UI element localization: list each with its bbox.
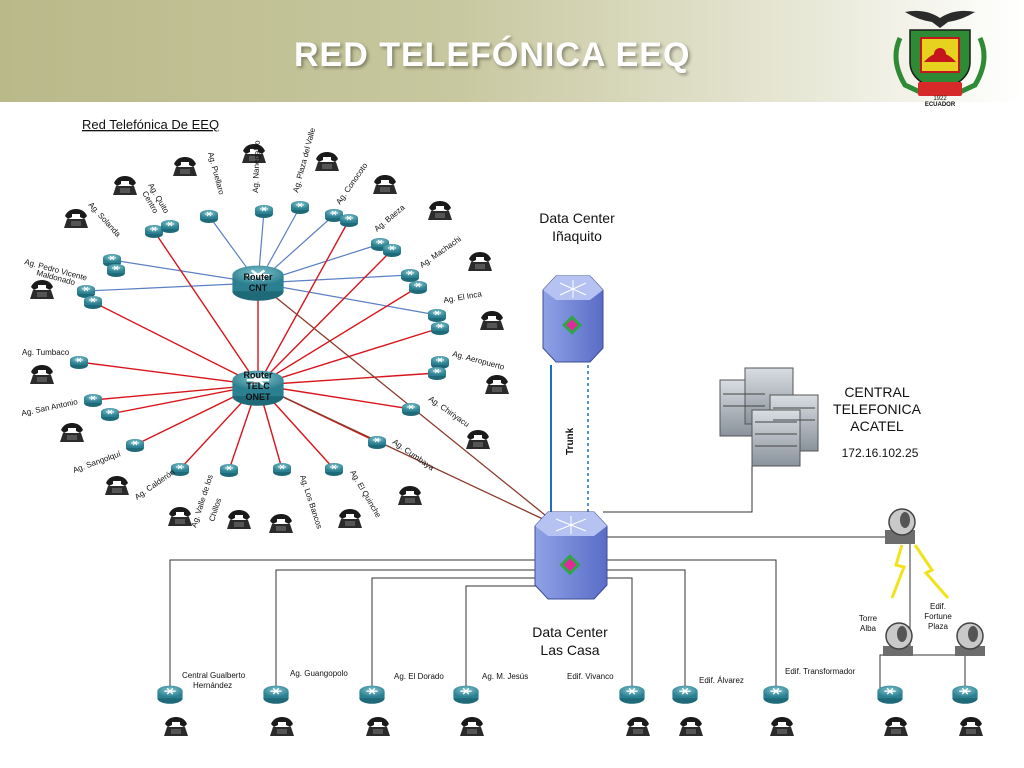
label-calderon: Ag. Calderón xyxy=(133,467,176,501)
label-sangolqui: Ag. Sangolquí xyxy=(72,449,123,475)
section-title: Red Telefónica De EEQ xyxy=(82,117,219,132)
router-cnt-label-line2: CNT xyxy=(249,283,268,293)
datacenter-inaquito: Data Center Iñaquito xyxy=(539,210,615,363)
dc-inaquito-label-line2: Iñaquito xyxy=(552,228,602,244)
dc-lascasa-label-line2: Las Casa xyxy=(540,642,599,658)
fortune-label-line3: Plaza xyxy=(928,622,949,631)
fortune-label-line1: Edif. xyxy=(930,602,946,611)
label-baeza: Ag. Baeza xyxy=(373,203,407,234)
label-plaza-del-valle: Ag. Plaza del Valle xyxy=(291,126,317,193)
label-conocoto: Ag. Conocoto xyxy=(334,161,369,206)
label-los-bancos: Ag. Los Bancos xyxy=(298,474,324,530)
label-guangopolo: Ag. Guangopolo xyxy=(290,669,348,678)
router-cnt-label-line1: Router xyxy=(244,272,273,282)
router-cnt: Router CNT xyxy=(231,264,285,303)
wireless-link-alba xyxy=(890,544,907,599)
bottom-routers xyxy=(156,684,979,705)
antenna-main xyxy=(885,508,916,544)
label-machachi: Ag. Machachi xyxy=(418,234,463,269)
trunk-label: Trunk xyxy=(565,427,576,455)
label-el-dorado: Ag. El Dorado xyxy=(394,672,444,681)
central-label-line1: CENTRAL xyxy=(844,384,910,400)
label-el-inca: Ag. El Inca xyxy=(443,289,483,305)
router-telconet: Router TELC ONET xyxy=(231,369,285,408)
wireless-link-fortune xyxy=(913,544,950,599)
dc-inaquito-label-line1: Data Center xyxy=(539,210,615,226)
central-server xyxy=(719,367,819,467)
eeq-logo: 1922 ECUADOR xyxy=(893,10,987,108)
agency-phones xyxy=(30,144,509,533)
label-central-gualberto-line1: Central Gualberto xyxy=(182,671,246,680)
label-chillos: Chillos xyxy=(207,497,223,523)
label-alvarez: Edif. Álvarez xyxy=(699,676,744,685)
label-solanda: Ag. Solanda xyxy=(87,200,123,239)
logo-year: 1922 xyxy=(933,96,947,102)
router-telconet-label-line1: Router xyxy=(244,370,273,380)
page-title: RED TELEFÓNICA EEQ xyxy=(294,36,691,74)
bottom-links xyxy=(169,559,777,690)
torre-alba-label-line2: Alba xyxy=(860,624,877,633)
central-label-line2: TELEFONICA xyxy=(833,401,922,417)
label-san-antonio: Ag. San Antonio xyxy=(21,397,80,418)
label-nanegalito: Ag. Nanegalito xyxy=(251,140,262,193)
router-telconet-label-line3: ONET xyxy=(245,392,271,402)
central-ip: 172.16.102.25 xyxy=(842,446,919,460)
label-vivanco: Edif. Vivanco xyxy=(567,672,614,681)
bottom-labels: Central Gualberto Hernández Ag. Guangopo… xyxy=(182,667,856,690)
label-aeropuerto: Ag. Aeropuerto xyxy=(451,349,505,372)
agency-routers xyxy=(69,200,450,478)
router-telconet-label-line2: TELC xyxy=(246,381,270,391)
dc-lascasa-label-line1: Data Center xyxy=(532,624,608,640)
fortune-label-line2: Fortune xyxy=(924,612,952,621)
label-transformador: Edif. Transformador xyxy=(785,667,856,676)
antenna-fortune-plaza xyxy=(955,622,985,656)
label-tumbaco: Ag. Tumbaco xyxy=(22,348,70,357)
label-cumbaya: Ag. Cumbaya xyxy=(391,437,436,472)
label-central-gualberto-line2: Hernández xyxy=(193,681,232,690)
label-puellaro: Ag. Puellaro xyxy=(206,151,226,196)
label-chiriyacu: Ag. Chiriyacu xyxy=(427,394,471,429)
lascasa-links xyxy=(257,282,546,521)
bottom-phones xyxy=(164,717,983,736)
antenna-torre-alba xyxy=(883,622,913,656)
logo-country: ECUADOR xyxy=(925,102,956,108)
label-m-jesus: Ag. M. Jesús xyxy=(482,672,528,681)
central-label-line3: ACATEL xyxy=(850,418,904,434)
datacenter-lascasa: Data Center Las Casa xyxy=(532,511,608,658)
telconet-links xyxy=(78,219,441,471)
torre-alba-label-line1: Torre xyxy=(859,614,878,623)
header-bar: RED TELEFÓNICA EEQ xyxy=(0,0,1024,102)
